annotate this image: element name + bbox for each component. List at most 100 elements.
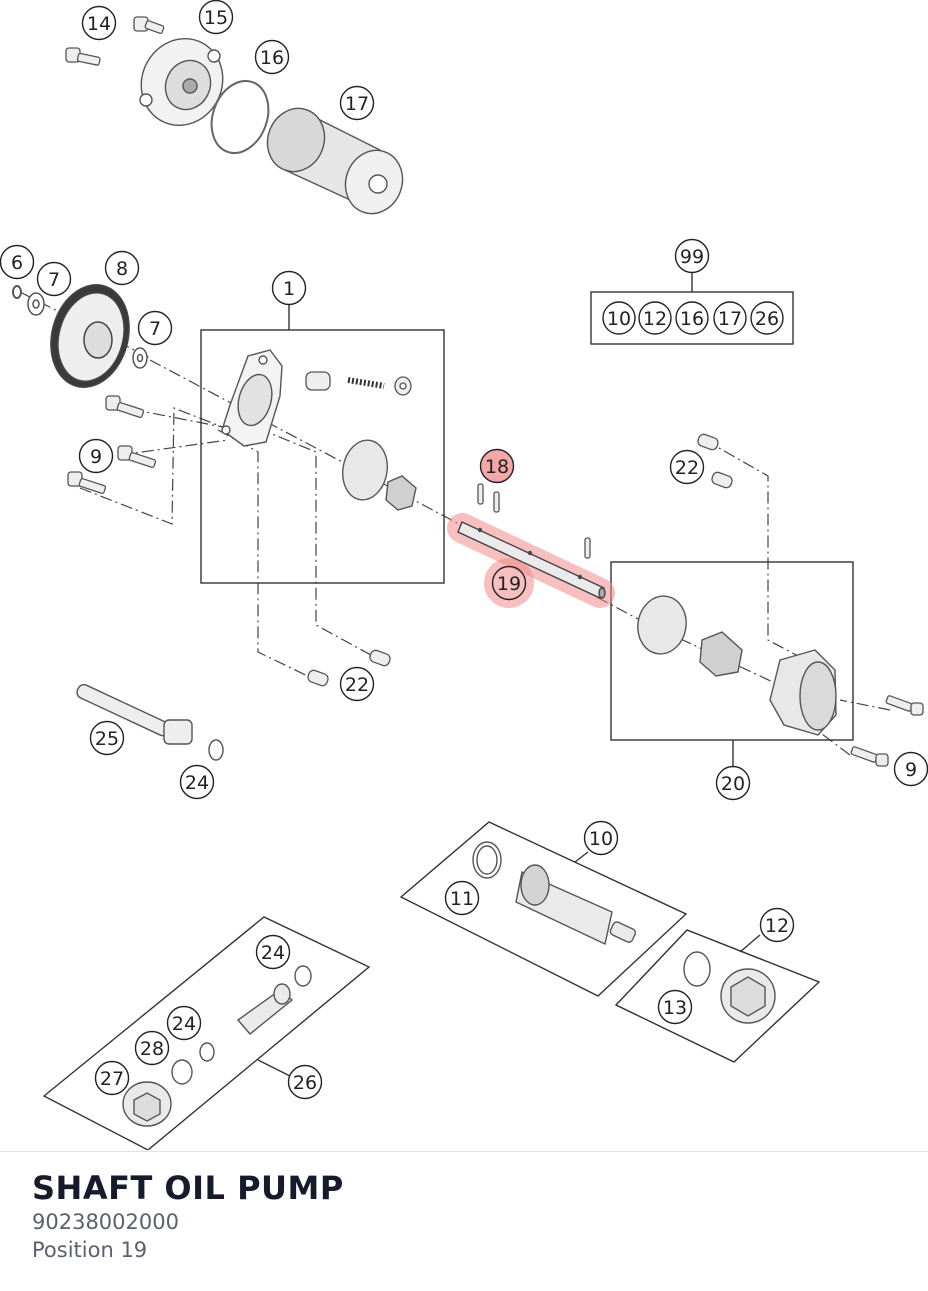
callout-c22b[interactable]: 22: [339, 666, 375, 702]
part-number: 90238002000: [32, 1210, 179, 1234]
callout-number: 19: [497, 573, 521, 595]
kit-item-number: 10: [607, 308, 631, 330]
callout-c7b[interactable]: 7: [137, 310, 173, 346]
callout-circle: [94, 1060, 130, 1096]
callout-circle: [669, 449, 705, 485]
callout-c27[interactable]: 27: [94, 1060, 130, 1096]
gear-8-part: [50, 284, 130, 388]
kit-item-circle: [750, 301, 784, 335]
callout-circle: [444, 880, 480, 916]
callout-number: 16: [260, 47, 284, 69]
callout-c12[interactable]: 12: [759, 907, 795, 943]
callout-c24b[interactable]: 24: [255, 934, 291, 970]
plug-12-part: [683, 951, 776, 1024]
callout-c11[interactable]: 11: [444, 880, 480, 916]
callout-number: 99: [680, 246, 704, 268]
circlip-6-part: [12, 285, 22, 299]
kit-item-circle: [713, 301, 747, 335]
callout-c10[interactable]: 10: [583, 820, 619, 856]
callout-c9b[interactable]: 9: [893, 751, 928, 787]
callout-circle: [491, 565, 527, 601]
callout-c8[interactable]: 8: [104, 250, 140, 286]
callout-c20[interactable]: 20: [715, 765, 751, 801]
callout-number: 13: [663, 997, 687, 1019]
group-box-20: [610, 561, 854, 766]
callout-circle: [179, 764, 215, 800]
sleeves-22b-part: [307, 649, 391, 687]
callout-circle: [89, 720, 125, 756]
part-position: Position 19: [32, 1238, 148, 1262]
callout-circle: [715, 765, 751, 801]
valve-parts-part: [305, 371, 412, 396]
callout-c7a[interactable]: 7: [36, 261, 72, 297]
callout-number: 24: [185, 772, 209, 794]
part-info-panel: SHAFT OIL PUMP 90238002000 Position 19: [0, 1151, 928, 1291]
callout-c22a[interactable]: 22: [669, 449, 705, 485]
callout-number: 7: [48, 269, 60, 291]
callout-circle: [479, 448, 515, 484]
callout-c24c[interactable]: 24: [166, 1005, 202, 1041]
tube-25-part: [76, 683, 224, 761]
callout-c13[interactable]: 13: [657, 989, 693, 1025]
callout-number: 6: [11, 252, 23, 274]
callout-c15[interactable]: 15: [198, 0, 234, 35]
kit-item-12[interactable]: 12: [638, 301, 672, 335]
kit-item-number: 17: [718, 308, 742, 330]
callout-circle: [78, 438, 114, 474]
callout-circle: [287, 1064, 323, 1100]
callout-number: 14: [87, 13, 111, 35]
kit-item-circle: [638, 301, 672, 335]
callout-number: 20: [721, 773, 745, 795]
callout-circle: [0, 244, 35, 280]
callout-c25[interactable]: 25: [89, 720, 125, 756]
callout-c16[interactable]: 16: [254, 39, 290, 75]
callout-number: 24: [172, 1013, 196, 1035]
callout-c28[interactable]: 28: [134, 1030, 170, 1066]
bolt-9-set-part: [67, 395, 157, 494]
callout-circle: [198, 0, 234, 35]
kit-item-10[interactable]: 10: [602, 301, 636, 335]
washer-7b-part: [132, 347, 148, 369]
callout-c24a[interactable]: 24: [179, 764, 215, 800]
callout-number: 9: [905, 759, 917, 781]
callout-number: 18: [485, 456, 509, 478]
callout-c18[interactable]: 18: [479, 448, 515, 484]
callout-c17[interactable]: 17: [339, 85, 375, 121]
callout-number: 25: [95, 728, 119, 750]
callout-number: 8: [116, 258, 128, 280]
sleeves-22a-part: [697, 433, 733, 489]
callout-number: 22: [675, 457, 699, 479]
kit-item-circle: [675, 301, 709, 335]
callout-c99[interactable]: 99: [674, 238, 710, 274]
callout-circle: [271, 270, 307, 306]
callout-c19[interactable]: 19: [491, 565, 527, 601]
kit-item-16[interactable]: 16: [675, 301, 709, 335]
callout-c1[interactable]: 1: [271, 270, 307, 306]
callout-circle: [166, 1005, 202, 1041]
kit-item-circle: [602, 301, 636, 335]
kit-item-26[interactable]: 26: [750, 301, 784, 335]
callout-c6[interactable]: 6: [0, 244, 35, 280]
callout-c26[interactable]: 26: [287, 1064, 323, 1100]
callout-c9a[interactable]: 9: [78, 438, 114, 474]
callout-number: 27: [100, 1068, 124, 1090]
kit-item-17[interactable]: 17: [713, 301, 747, 335]
callout-number: 1: [283, 278, 295, 300]
callout-circle: [81, 5, 117, 41]
callout-circle: [104, 250, 140, 286]
kit-box-99: [590, 273, 794, 345]
callout-number: 10: [589, 828, 613, 850]
callout-number: 24: [261, 942, 285, 964]
callout-number: 15: [204, 7, 228, 29]
callout-circle: [134, 1030, 170, 1066]
callout-number: 7: [149, 318, 161, 340]
callout-c14[interactable]: 14: [81, 5, 117, 41]
kit-item-number: 16: [680, 308, 704, 330]
callout-circle: [657, 989, 693, 1025]
callout-circle: [583, 820, 619, 856]
bolt-14a-part: [133, 16, 165, 35]
kit-tray-12: [614, 929, 821, 1063]
oil-filter-17-part: [266, 107, 404, 215]
insert-26-part: [122, 965, 312, 1127]
